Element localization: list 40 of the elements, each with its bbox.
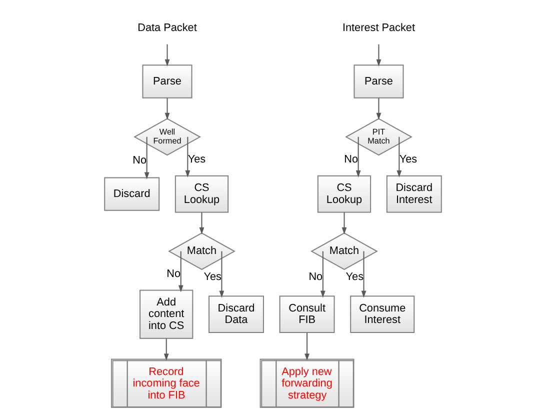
arrow [342, 212, 347, 234]
edge-label: Yes [204, 270, 222, 283]
node-box: Parse [354, 64, 404, 98]
node-box: Discard Data [208, 296, 264, 333]
node-diamond: Well Formed [134, 118, 201, 156]
edge-label: Yes [346, 270, 364, 283]
arrow [320, 250, 326, 298]
edge-label: Yes [188, 154, 206, 166]
arrow [396, 136, 402, 178]
node-diamond: PIT Match [345, 118, 412, 156]
edge-label: No [166, 268, 181, 280]
node-box: Consult FIB [279, 296, 335, 333]
edge-label: Yes [399, 154, 418, 166]
arrow [164, 338, 169, 361]
node-box: CS Lookup [174, 175, 229, 213]
arrow [219, 250, 224, 298]
node-diamond: Match [310, 232, 378, 270]
edge-label: No [132, 154, 147, 167]
arrow [185, 136, 190, 178]
node-box: Consume Interest [350, 296, 415, 333]
node-box: Discard Interest [386, 175, 442, 213]
node-text: Data Packet [138, 22, 197, 34]
edge-label: No [344, 154, 358, 166]
arrow [376, 98, 382, 120]
arrow [356, 136, 361, 178]
node-box: Discard [104, 177, 160, 211]
node-box: Parse [142, 64, 192, 98]
arrow [376, 44, 382, 66]
edge-label: No [308, 270, 323, 283]
node-box: CS Lookup [317, 175, 372, 213]
node-text: Interest Packet [342, 22, 416, 34]
arrow [199, 212, 204, 234]
arrow [361, 250, 366, 298]
node-diamond: Match [168, 232, 236, 270]
arrow [304, 332, 310, 361]
node-box: Add content into CS [140, 290, 194, 339]
arrow [144, 136, 150, 180]
arrow [164, 44, 170, 66]
arrow [178, 250, 184, 292]
arrow [164, 98, 170, 120]
